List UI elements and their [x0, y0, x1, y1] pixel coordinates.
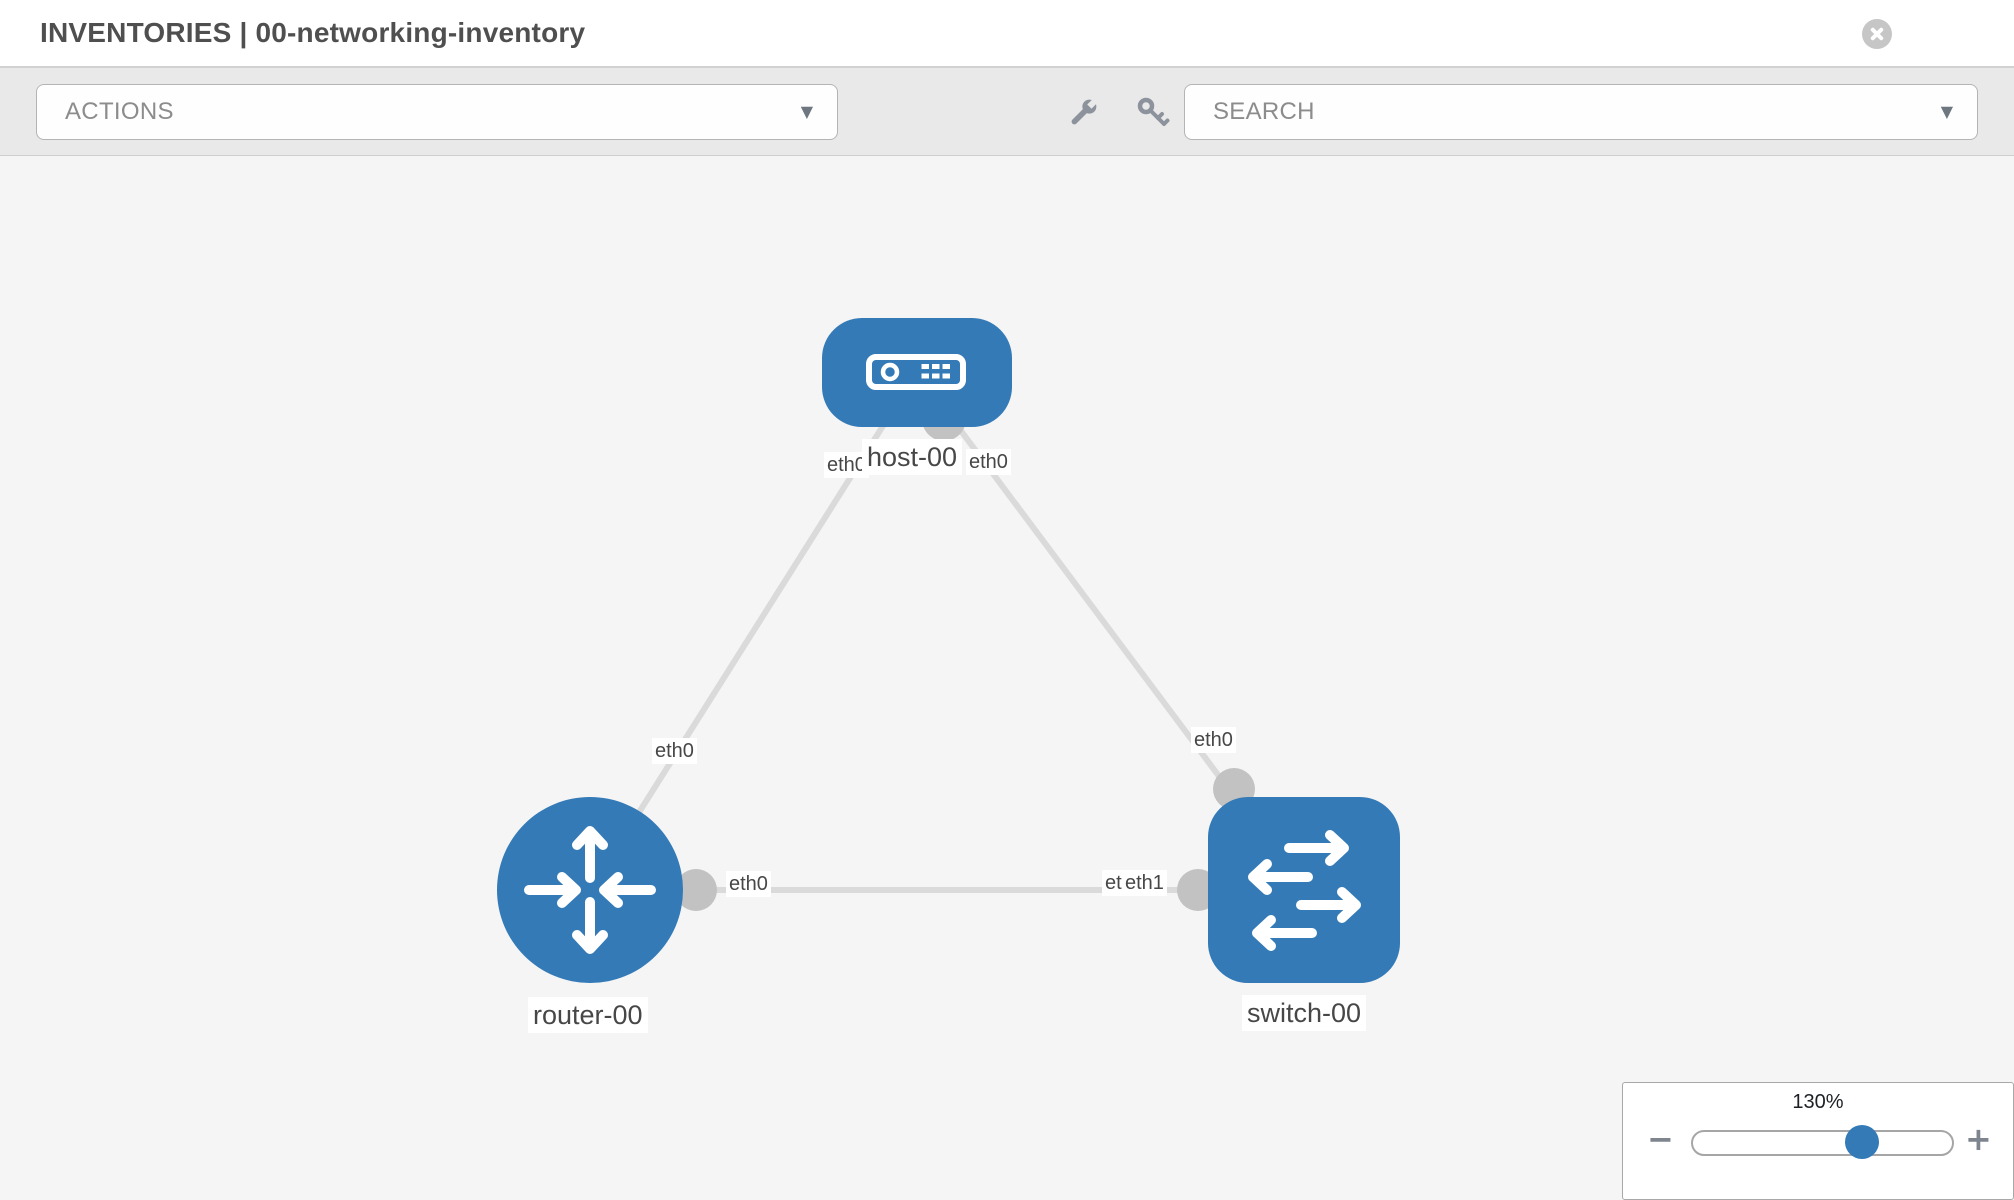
close-icon[interactable] [1862, 19, 1892, 49]
interface-label-router-link: eth0 [652, 738, 697, 764]
node-label-switch[interactable]: switch-00 [1242, 995, 1367, 1031]
node-host-00[interactable] [822, 318, 1012, 427]
key-icon[interactable] [1134, 94, 1172, 132]
node-switch-00[interactable] [1208, 797, 1400, 983]
toolbar: ACTIONS ▼ SEARCH ▼ [0, 68, 2014, 156]
router-icon [524, 826, 656, 954]
zoom-slider-track[interactable] [1691, 1125, 1954, 1159]
zoom-level-value: 130% [1792, 1091, 1844, 1113]
breadcrumb-header: INVENTORIES | 00-networking-inventory [0, 0, 2014, 68]
interface-label-host-left: eth0 [824, 452, 869, 478]
node-router-00[interactable] [497, 797, 683, 983]
chevron-down-icon: ▼ [1940, 102, 1953, 121]
zoom-in-button[interactable]: + [1965, 1120, 1992, 1158]
host-icon [866, 354, 966, 390]
page-title: INVENTORIES | 00-networking-inventory [40, 17, 586, 48]
actions-dropdown-label: ACTIONS [65, 98, 174, 125]
zoom-slider-handle[interactable] [1845, 1125, 1879, 1159]
interface-label-switch-link: eth0 [1191, 727, 1236, 753]
search-dropdown[interactable]: SEARCH ▼ [1184, 84, 1978, 140]
interface-label-router-eth0: eth0 [726, 871, 771, 897]
interface-point-router-eth0[interactable] [675, 869, 717, 911]
wrench-icon[interactable] [1064, 94, 1102, 132]
interface-label-host-right: eth0 [966, 449, 1011, 475]
switch-icon [1248, 830, 1361, 951]
interface-label-switch-eth1: eth1 [1122, 870, 1167, 896]
search-input[interactable]: SEARCH [1213, 98, 1315, 125]
zoom-control-panel: 130% − + [1622, 1082, 2014, 1200]
node-label-router[interactable]: router-00 [528, 997, 648, 1033]
node-label-host[interactable]: host-00 [862, 439, 963, 475]
topology-canvas[interactable]: eth0 host-00 eth0 eth0 eth0 eth0 eth0 et… [0, 156, 2014, 1200]
interfaces-layer [675, 397, 1255, 911]
actions-dropdown[interactable]: ACTIONS ▼ [36, 84, 838, 140]
zoom-out-button[interactable]: − [1647, 1120, 1674, 1158]
chevron-down-icon: ▼ [800, 102, 813, 121]
